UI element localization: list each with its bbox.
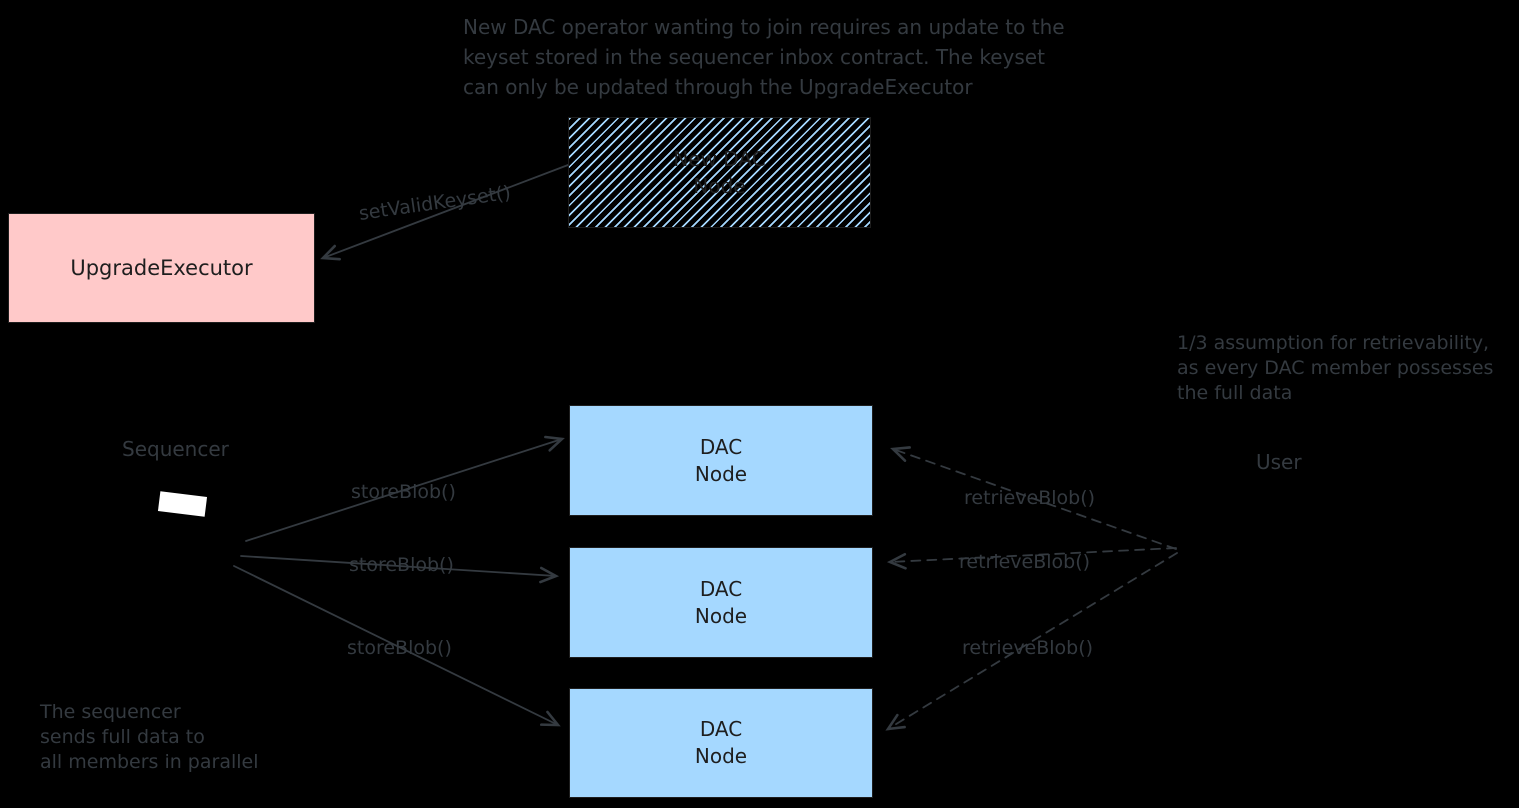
box-label-line: New DAC	[673, 146, 766, 171]
note-sequencer-parallel: The sequencer sends full data to all mem…	[40, 700, 259, 775]
box-label-line: Node	[694, 461, 748, 486]
note-line: as every DAC member possesses	[1177, 357, 1494, 379]
box-label-line: DAC	[699, 434, 743, 459]
label-store-blob-1: storeBlob()	[351, 481, 456, 503]
box-new-dac-node: New DAC Node	[568, 117, 871, 228]
note-line: 1/3 assumption for retrievability,	[1177, 332, 1490, 354]
box-label: UpgradeExecutor	[70, 255, 253, 280]
note-keyset-update: New DAC operator wanting to join require…	[463, 12, 1065, 102]
note-line: the full data	[1177, 382, 1293, 404]
box-label-line: Node	[693, 173, 746, 198]
arrow-retrieve-blob-3	[885, 552, 1178, 731]
box-label-line: DAC	[699, 717, 743, 741]
arrow-store-blob-1	[245, 435, 565, 542]
note-line: can only be updated through the UpgradeE…	[463, 75, 973, 99]
arrow-retrieve-blob-1	[890, 446, 1177, 550]
arrow-store-blob-3	[233, 565, 561, 727]
label-store-blob-3: storeBlob()	[347, 637, 452, 659]
box-upgrade-executor: UpgradeExecutor	[8, 213, 315, 323]
label-store-blob-2: storeBlob()	[349, 554, 454, 576]
arrow-set-valid-keyset	[320, 164, 569, 261]
label-user: User	[1256, 450, 1302, 474]
label-sequencer: Sequencer	[122, 437, 229, 461]
note-line: all members in parallel	[40, 751, 259, 773]
note-line: New DAC operator wanting to join require…	[463, 15, 1065, 39]
box-dac-node-1: DAC Node	[569, 405, 873, 516]
note-line: keyset stored in the sequencer inbox con…	[463, 45, 1045, 69]
note-line: The sequencer	[40, 701, 181, 723]
box-dac-node-2: DAC Node	[569, 547, 873, 658]
note-one-third-assumption: 1/3 assumption for retrievability, as ev…	[1177, 331, 1493, 406]
arrow-retrieve-blob-2	[886, 547, 1177, 570]
note-line: sends full data to	[40, 726, 205, 748]
label-retrieve-blob-2: retrieveBlob()	[959, 551, 1091, 573]
box-label-line: Node	[694, 603, 748, 628]
box-label-line: Node	[694, 744, 748, 768]
label-retrieve-blob-1: retrieveBlob()	[964, 487, 1096, 509]
box-dac-node-3: DAC Node	[569, 688, 873, 798]
label-retrieve-blob-3: retrieveBlob()	[962, 637, 1094, 659]
box-label-line: DAC	[699, 576, 743, 601]
arrow-store-blob-2	[240, 555, 560, 584]
